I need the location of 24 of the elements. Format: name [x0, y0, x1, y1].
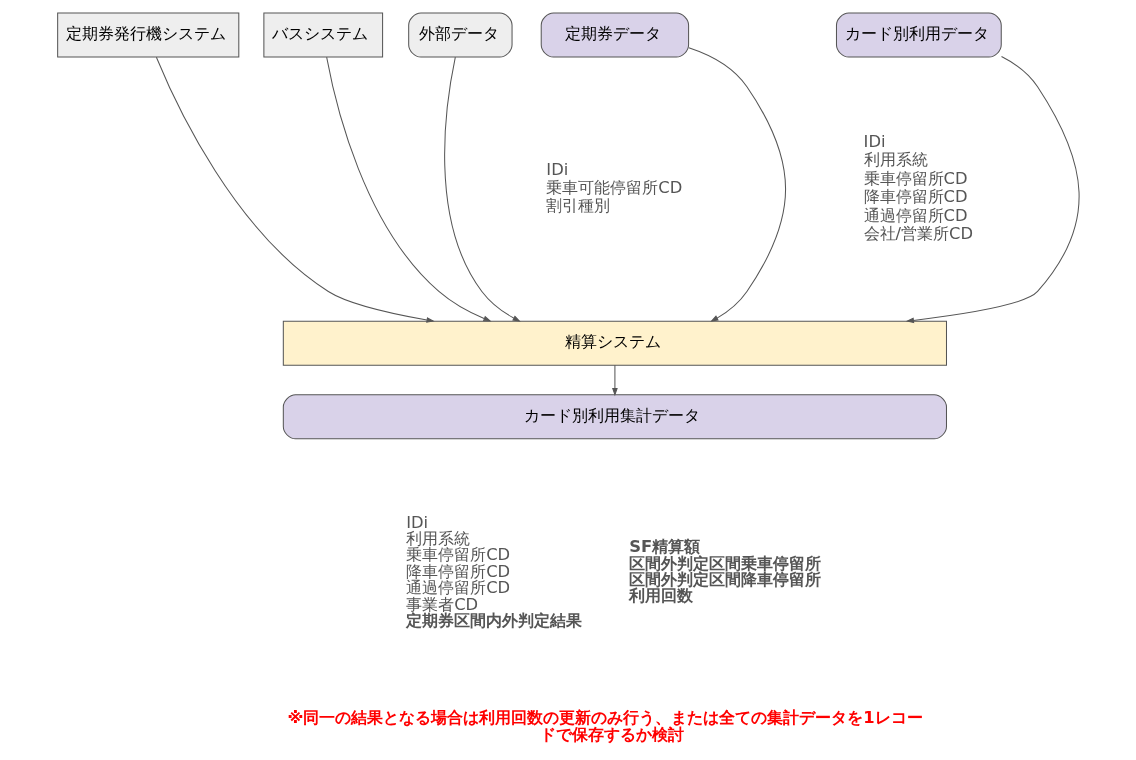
- node-box: カード別利用集計データ: [282, 393, 947, 439]
- node-label: IDi: [863, 131, 886, 151]
- node-box: 外部データ: [407, 12, 513, 58]
- node-box: 精算システム: [282, 320, 947, 366]
- arrow: [155, 56, 435, 323]
- node-box: 定期券発行機システム: [56, 12, 239, 58]
- node-box: 定期券データ: [540, 12, 689, 58]
- arrow: [325, 56, 492, 322]
- node-label: 乗車停留所CD: [863, 168, 968, 188]
- arrow: [443, 56, 521, 322]
- node-box: カード別利用データ: [835, 12, 1002, 58]
- node-label: 降車停留所CD: [863, 186, 968, 206]
- label: ※同一の結果となる場合は利用回数の更新のみ行う、または全ての集計データを1レコードで保存するか検討: [286, 707, 923, 744]
- arrow: [687, 46, 786, 322]
- node-box: バスシステム: [262, 12, 383, 58]
- node-label: 利用系統: [863, 149, 928, 169]
- arrow: [905, 55, 1080, 323]
- node-label: 割引種別: [545, 195, 610, 215]
- node-label: 会社/営業所CD: [863, 223, 973, 243]
- node-label: 乗車可能停留所CD: [545, 177, 682, 197]
- arrow: [611, 364, 618, 396]
- node-label: 通過停留所CD: [863, 205, 968, 225]
- node-label: SF精算額: [628, 536, 700, 556]
- node-label: IDi: [545, 159, 568, 179]
